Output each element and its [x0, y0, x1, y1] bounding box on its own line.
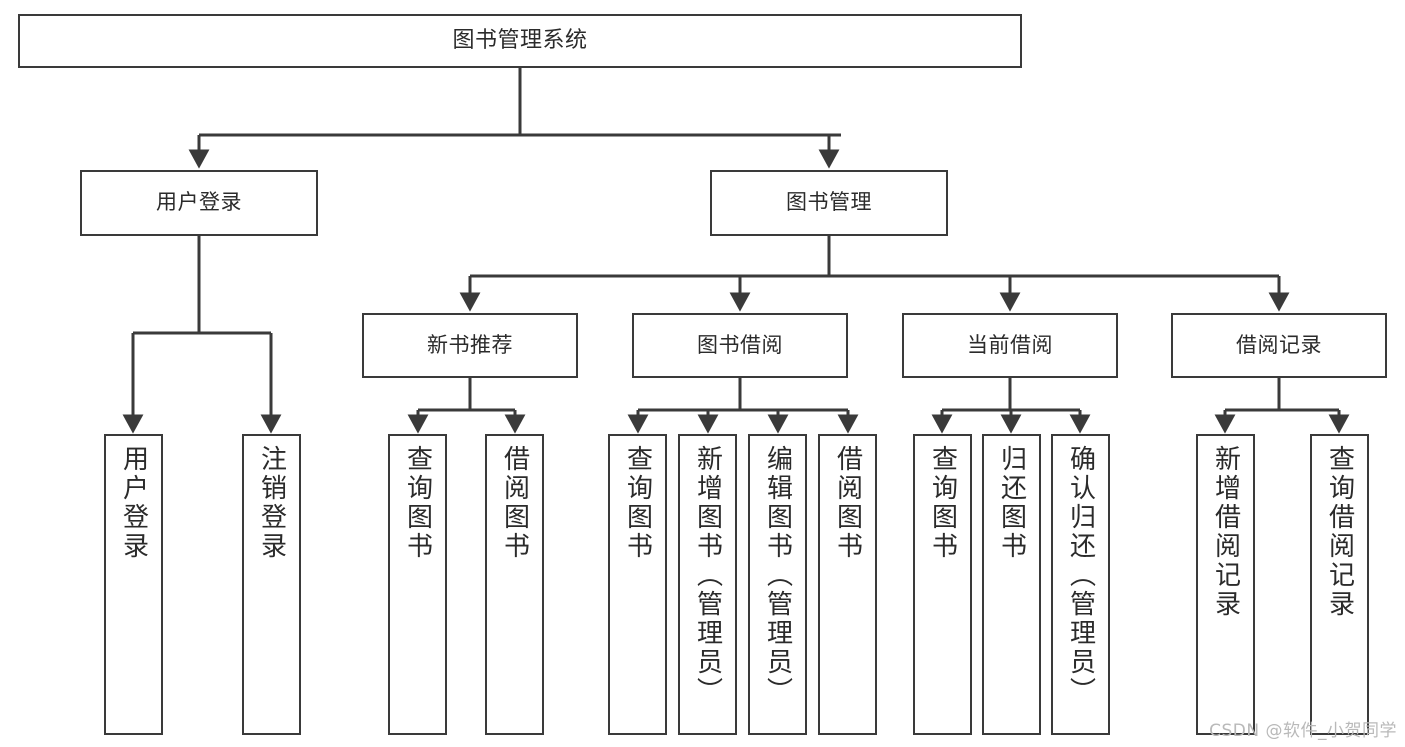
node-label: 新增图书（管理员）: [692, 445, 723, 706]
leaf-record-add[interactable]: 新增借阅记录: [1196, 434, 1255, 735]
node-new-book-recommend[interactable]: 新书推荐: [362, 313, 578, 378]
node-label: 当前借阅: [967, 332, 1053, 357]
leaf-user-login-logout[interactable]: 注销登录: [242, 434, 301, 735]
node-label: 用户登录: [118, 445, 149, 561]
node-label: 借阅图书: [499, 445, 530, 561]
node-label: 注销登录: [256, 445, 287, 561]
node-label: 确认归还（管理员）: [1065, 445, 1096, 706]
node-label: 查询图书: [622, 445, 653, 561]
csdn-watermark: CSDN @软件_小贺同学: [1209, 721, 1397, 741]
leaf-borrow-query-book[interactable]: 查询图书: [608, 434, 667, 735]
node-label: 新增借阅记录: [1210, 445, 1241, 619]
node-label: 图书管理系统: [452, 28, 588, 54]
node-label: 用户登录: [156, 190, 242, 215]
node-label: 查询图书: [402, 445, 433, 561]
node-label: 归还图书: [996, 445, 1027, 561]
node-book-management[interactable]: 图书管理: [710, 170, 948, 236]
node-label: 图书借阅: [697, 332, 783, 357]
leaf-borrow-edit-book-admin[interactable]: 编辑图书（管理员）: [748, 434, 807, 735]
node-label: 新书推荐: [427, 332, 513, 357]
node-label: 查询图书: [927, 445, 958, 561]
node-current-borrow[interactable]: 当前借阅: [902, 313, 1118, 378]
node-borrow-record[interactable]: 借阅记录: [1171, 313, 1387, 378]
node-label: 编辑图书（管理员）: [762, 445, 793, 706]
node-label: 查询借阅记录: [1324, 445, 1355, 619]
node-root-system[interactable]: 图书管理系统: [18, 14, 1022, 68]
leaf-current-query-book[interactable]: 查询图书: [913, 434, 972, 735]
leaf-new-book-borrow[interactable]: 借阅图书: [485, 434, 544, 735]
leaf-current-confirm-return-admin[interactable]: 确认归还（管理员）: [1051, 434, 1110, 735]
leaf-current-return-book[interactable]: 归还图书: [982, 434, 1041, 735]
node-label: 借阅图书: [832, 445, 863, 561]
node-book-borrow[interactable]: 图书借阅: [632, 313, 848, 378]
leaf-new-book-query[interactable]: 查询图书: [388, 434, 447, 735]
leaf-borrow-add-book-admin[interactable]: 新增图书（管理员）: [678, 434, 737, 735]
leaf-record-query[interactable]: 查询借阅记录: [1310, 434, 1369, 735]
node-user-login[interactable]: 用户登录: [80, 170, 318, 236]
node-label: 图书管理: [786, 190, 872, 215]
node-label: 借阅记录: [1236, 332, 1322, 357]
leaf-user-login-login[interactable]: 用户登录: [104, 434, 163, 735]
leaf-borrow-borrow-book[interactable]: 借阅图书: [818, 434, 877, 735]
